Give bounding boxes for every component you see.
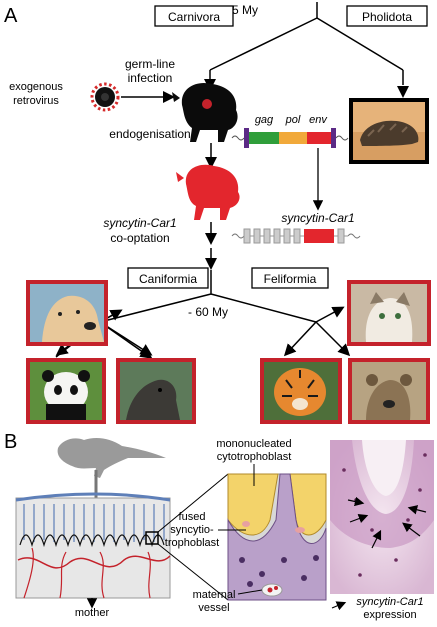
feliformia-branch-hyena (315, 321, 351, 357)
expression-arrow-2 (349, 514, 369, 524)
ancestor-carnivore-silhouette (172, 82, 238, 142)
feliformia-box (251, 267, 329, 289)
panel-a-letter: A (4, 5, 18, 27)
expression-arrow-3 (371, 529, 382, 549)
expression-arrow-4 (402, 522, 421, 537)
syncytin-gene-label: syncytin-Car1 (281, 211, 354, 225)
cooption-label-1: syncytin-Car1 (103, 216, 176, 230)
pangolin-photo (353, 102, 425, 160)
dog-photo (26, 280, 108, 346)
gene-env-block (307, 132, 331, 144)
mononucleated-label-1: mononucleated (216, 438, 291, 450)
expression-label-1: syncytin-Car1 (356, 596, 423, 608)
mother-label: mother (75, 607, 110, 619)
germline-label-2: infection (128, 71, 173, 85)
maternal-vessel-pointer (237, 589, 263, 595)
tree-split-lines (209, 17, 404, 71)
retrovirus-icon (90, 82, 120, 112)
mononucleated-label-2: cytotrophoblast (217, 451, 292, 463)
feliformia-label: Feliformia (264, 272, 317, 286)
expression-arrow-1 (347, 496, 365, 507)
carnivora-label: Carnivora (168, 10, 220, 24)
villus-zoom (227, 473, 327, 601)
expression-arrow-5 (407, 505, 427, 515)
fetus-silhouette (57, 438, 166, 478)
feliformia-branch-cat (315, 306, 345, 323)
endogenisation-label: endogenisation (109, 127, 190, 141)
fused-label-3: trophoblast (165, 537, 219, 549)
caniformia-box (127, 267, 209, 289)
panel-b-letter: B (4, 431, 17, 453)
cooption-label-2: co-optation (110, 231, 169, 245)
carnivora-box (154, 5, 234, 27)
maternal-vessel-label-1: maternal (193, 589, 236, 601)
maternal-vessel-label-2: vessel (198, 602, 229, 614)
gene-pol-block (279, 132, 307, 144)
caniformia-label: Caniformia (139, 272, 197, 286)
fused-label-1: fused (179, 511, 206, 523)
zoom-lines (157, 473, 229, 601)
pholidota-label: Pholidota (362, 10, 412, 24)
endogenous-carnivore-silhouette (176, 164, 240, 220)
bottom-date-label: - 60 My (188, 305, 228, 319)
hyena-photo (348, 358, 430, 424)
pholidota-box (346, 5, 428, 27)
exogenous-label-1: exogenous (9, 81, 63, 93)
syncytin-gene-diagram (231, 228, 361, 244)
exogenous-label-2: retrovirus (13, 95, 59, 107)
gene-gag-label: gag (255, 114, 274, 126)
provirus-flank-right (335, 135, 349, 141)
placenta-section (15, 492, 171, 599)
sealion-photo (116, 358, 196, 424)
germline-label-1: germ-line (125, 57, 175, 71)
in-situ-micrograph (330, 440, 434, 594)
ltr-left (244, 128, 249, 148)
expression-legend-arrow (331, 601, 347, 611)
provirus-flank-left (231, 135, 245, 141)
ltr-right (331, 128, 336, 148)
feliformia-branch-tiger (283, 321, 317, 357)
panda-photo (26, 358, 106, 424)
cat-photo (347, 280, 431, 346)
fused-label-2: syncytio- (170, 524, 214, 536)
caniformia-branch-sealion (99, 321, 153, 356)
expression-label-2: expression (363, 609, 416, 621)
gene-gag-block (249, 132, 279, 144)
gene-env-label: env (309, 114, 328, 126)
gene-pol-label: pol (285, 114, 301, 126)
tiger-photo (260, 358, 342, 424)
